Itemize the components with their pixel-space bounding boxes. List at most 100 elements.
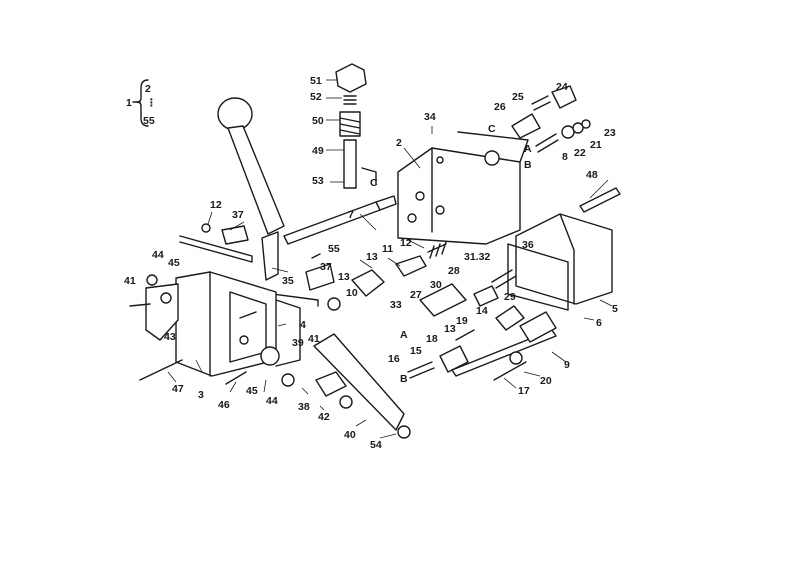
callout-13-lower: 13: [444, 323, 456, 335]
selector-spring-coils: [339, 117, 361, 135]
assembly-legend: 1 2 ⋮ 55: [126, 79, 157, 127]
spring-18: [455, 329, 475, 341]
callout-20: 20: [540, 375, 552, 387]
nut-54: [397, 425, 411, 439]
upper-right-parts: [511, 85, 591, 153]
washer-22: [561, 125, 575, 139]
callout-18: 18: [426, 333, 438, 345]
callout-39: 39: [292, 337, 304, 349]
left-housing: [175, 271, 301, 377]
callout-28: 28: [448, 265, 460, 277]
lever-foot: [261, 231, 279, 281]
lower-arm-body: [313, 333, 405, 431]
block-37-lower: [305, 263, 335, 291]
ring-12: [201, 223, 211, 233]
right-cover-body: [515, 213, 613, 305]
callout-21: 21: [590, 139, 602, 151]
bolt-47: [139, 359, 183, 381]
legend-brace: [136, 79, 149, 127]
callout-40: 40: [344, 429, 356, 441]
callout-41-right: 41: [308, 333, 320, 345]
port-letter-c-top: C: [488, 123, 496, 135]
block-37-upper: [221, 225, 249, 245]
spring-12-coils: [429, 241, 447, 259]
assembly-range-start: 2: [145, 83, 151, 95]
callout-14: 14: [476, 305, 488, 317]
valve-bolt-hole-c: [407, 213, 417, 223]
assembly-range-end: 55: [143, 115, 155, 127]
callout-25: 25: [512, 91, 524, 103]
callout-23: 23: [604, 127, 616, 139]
plug-14: [495, 305, 525, 331]
callout-7: 7: [348, 209, 354, 221]
plunger-28: [473, 285, 499, 307]
callout-11: 11: [382, 243, 393, 255]
callout-3: 3: [198, 389, 204, 401]
assembly-number: 1: [126, 97, 132, 109]
washer-23: [581, 119, 591, 129]
pipe-9: [519, 311, 557, 343]
callout-42: 42: [318, 411, 330, 423]
callout-5: 5: [612, 303, 618, 315]
callout-49: 49: [312, 145, 324, 157]
ring-13: [327, 297, 341, 311]
lower-arm: [313, 333, 411, 439]
spring-29: [491, 269, 517, 289]
callout-17: 17: [518, 385, 530, 397]
callout-24: 24: [556, 81, 568, 93]
callout-36: 36: [522, 239, 534, 251]
callout-52: 52: [310, 91, 322, 103]
port-letters: C A B C A B: [370, 123, 532, 385]
spool-group-lower: [407, 269, 557, 381]
callout-27: 27: [410, 289, 422, 301]
long-rod: [283, 201, 381, 245]
port-letter-c-left: C: [370, 177, 378, 189]
spool-11: [395, 255, 427, 277]
callout-35: 35: [282, 275, 294, 287]
rod-17: [493, 361, 527, 381]
spool-10: [351, 269, 385, 297]
upper-valve-block: [397, 131, 529, 245]
disc-39: [260, 346, 280, 366]
leader-lines: [167, 79, 613, 439]
callout-13-left: 13: [338, 271, 350, 283]
plug-24: [551, 85, 577, 109]
linkage-parts: [129, 223, 341, 387]
callout-44-upper: 44: [152, 249, 164, 261]
spring-25: [531, 95, 551, 111]
callout-44-lower: 44: [266, 395, 278, 407]
selector-spindle: [343, 139, 357, 189]
callout-43: 43: [164, 331, 176, 343]
callout-38: 38: [298, 401, 310, 413]
callout-4: 4: [300, 319, 306, 331]
callout-54: 54: [370, 439, 382, 451]
left-housing-slot: [239, 311, 257, 319]
callout-45-lower: 45: [246, 385, 258, 397]
spool-group-upper: [351, 241, 447, 297]
valve-block-top: [457, 131, 529, 163]
spool-30: [419, 283, 467, 317]
left-housing-port: [239, 335, 249, 345]
washer-21: [572, 122, 584, 134]
lever-shaft: [227, 125, 285, 235]
collar-38: [315, 371, 347, 397]
callout-55: 55: [328, 243, 340, 255]
callout-41-left: 41: [124, 275, 136, 287]
bolt-48: [579, 187, 621, 213]
valve-bolt-hole-d: [436, 156, 444, 164]
selector-clip: [361, 167, 377, 185]
callout-47: 47: [172, 383, 184, 395]
port-letter-b-lower: B: [400, 373, 408, 385]
callout-15: 15: [410, 345, 422, 357]
callout-31-32: 31.32: [464, 251, 490, 263]
callout-16: 16: [388, 353, 400, 365]
washer-20: [509, 351, 523, 365]
callout-6: 6: [596, 317, 602, 329]
lever-knob: [217, 97, 253, 131]
port-letter-a-top: A: [524, 143, 532, 155]
callout-30: 30: [430, 279, 442, 291]
washer-42: [339, 395, 353, 409]
callout-12-right: 12: [400, 237, 412, 249]
